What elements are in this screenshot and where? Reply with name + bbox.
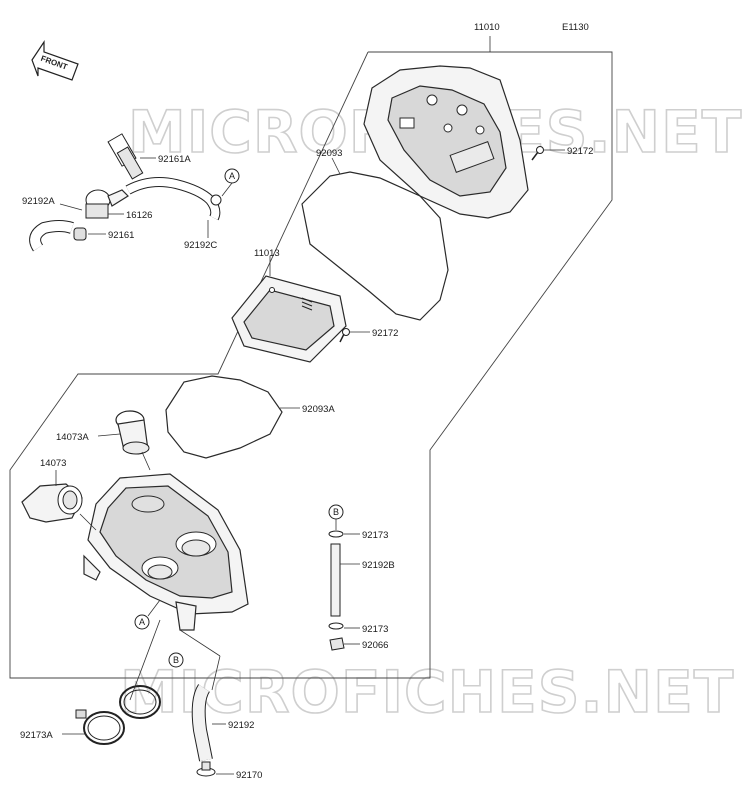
label-92161: 92161 [108,230,134,241]
valve-body-16126 [85,189,129,219]
watermark-bottom: MICROFICHES.NET [120,658,734,726]
label-92192B: 92192B [362,560,395,571]
callout-B-lower: B [168,652,184,668]
label-92192A: 92192A [22,196,55,207]
callout-A-lower-label: A [139,617,145,627]
callout-B-right-label: B [333,507,339,517]
label-14073A: 14073A [56,432,89,443]
gasket-92093 [301,171,449,321]
label-92066: 92066 [362,640,388,651]
breather-valve-92161A [107,133,144,180]
hose-92192C [125,177,222,221]
clamp-92173A [75,685,161,745]
callout-A-upper-label: A [229,171,235,181]
label-92173A: 92173A [20,730,53,741]
screw-92172-mid [339,328,350,343]
label-92093A: 92093A [302,404,335,415]
hose-92192B [330,543,341,617]
diagram-code: E1130 [562,22,589,33]
label-16126: 16126 [126,210,152,221]
plug-92066 [329,637,345,651]
label-11013: 11013 [254,248,280,259]
intake-duct-14073 [21,483,83,523]
drain-hose-92192 [191,684,213,762]
label-92173-top: 92173 [362,530,388,541]
upper-air-cleaner-housing [363,65,529,219]
callout-A-upper: A [224,168,240,184]
gasket-92093A [165,375,283,459]
label-92192C: 92192C [184,240,217,251]
assembly-frame [9,51,613,679]
label-14073: 14073 [40,458,66,469]
front-arrow-icon: FRONT [31,40,79,81]
label-92173-bottom: 92173 [362,624,388,635]
label-92161A: 92161A [158,154,191,165]
label-92093: 92093 [316,148,342,159]
callout-B-lower-label: B [173,655,179,665]
clip-92173-bottom [328,622,344,630]
clip-92173-top [328,530,344,538]
screw-92172-top [531,146,544,161]
label-92192: 92192 [228,720,254,731]
hose-92192A [29,220,74,252]
lower-air-cleaner-housing [83,473,249,631]
intake-duct-14073A [115,410,150,455]
clip-92170 [196,761,216,777]
label-92172-top: 92172 [567,146,593,157]
clamp-92161 [73,227,87,241]
label-92170: 92170 [236,770,262,781]
callout-A-lower: A [134,614,150,630]
callout-B-right: B [328,504,344,520]
air-filter-element [231,275,347,363]
label-92172-mid: 92172 [372,328,398,339]
label-11010: 11010 [474,22,500,33]
